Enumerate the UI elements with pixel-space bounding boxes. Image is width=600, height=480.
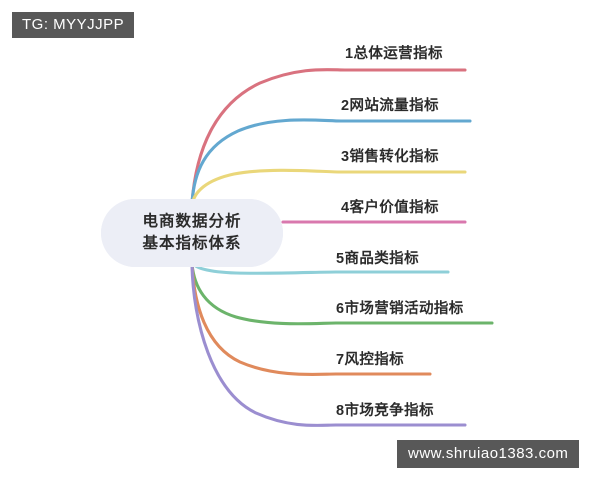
branch-curve-6[interactable] <box>190 262 494 326</box>
watermark-top-left: TG: MYYJJPP <box>12 12 135 38</box>
branch-label-3[interactable]: 3销售转化指标 <box>341 149 439 165</box>
branch-label-4[interactable]: 4客户价值指标 <box>341 200 439 216</box>
branch-label-6[interactable]: 6市场营销活动指标 <box>336 301 464 317</box>
branch-curve-3[interactable] <box>190 168 467 207</box>
center-node-line-1: 电商数据分析 <box>142 213 242 230</box>
branch-curve-5[interactable] <box>190 260 450 275</box>
branch-label-1[interactable]: 1总体运营指标 <box>345 46 443 62</box>
branch-curve-8[interactable] <box>190 262 467 427</box>
center-node-line-2: 基本指标体系 <box>142 235 242 252</box>
watermark-bottom-right: www.shruiao1383.com <box>397 440 580 468</box>
branch-label-5[interactable]: 5商品类指标 <box>336 251 419 267</box>
branch-curve-2[interactable] <box>190 118 472 205</box>
branch-label-2[interactable]: 2网站流量指标 <box>341 98 439 114</box>
branch-label-8[interactable]: 8市场竞争指标 <box>336 403 434 419</box>
branch-curve-7[interactable] <box>190 262 432 376</box>
branch-curve-1[interactable] <box>190 68 467 205</box>
branch-label-7[interactable]: 7风控指标 <box>336 352 405 368</box>
center-node[interactable]: 电商数据分析 基本指标体系 <box>101 199 283 267</box>
